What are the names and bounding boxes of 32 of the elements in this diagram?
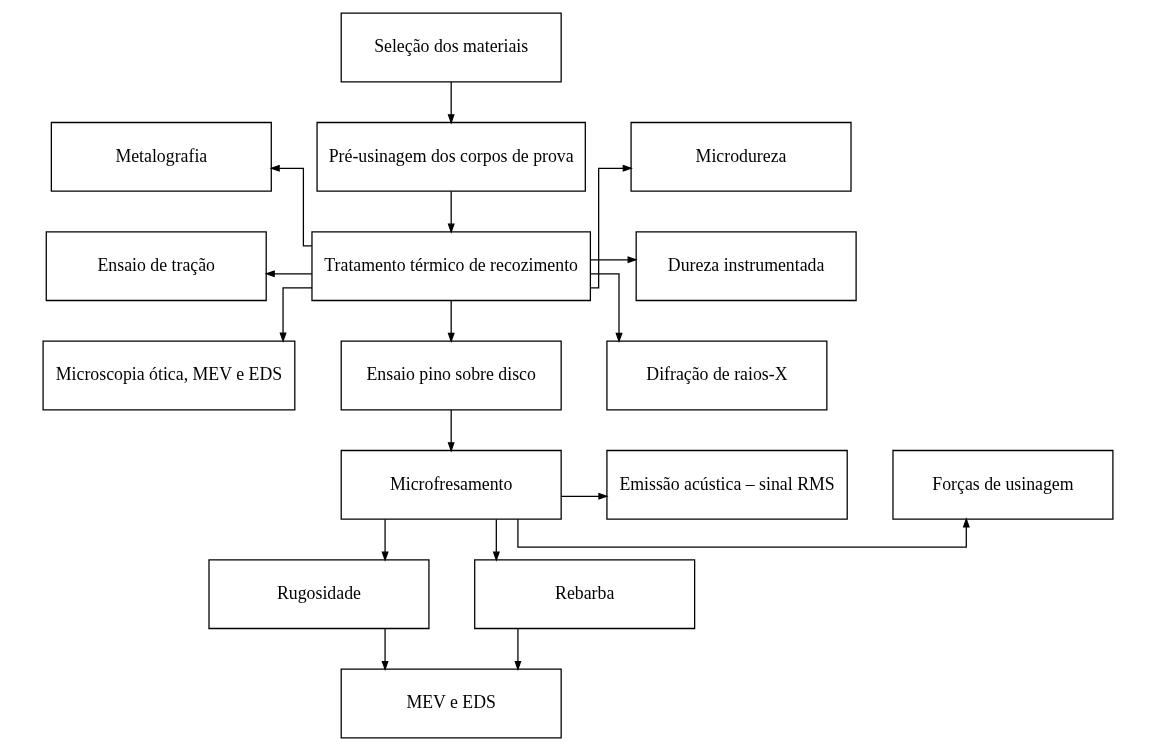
arrow	[447, 300, 455, 344]
arrow	[381, 518, 389, 562]
arrow	[492, 518, 500, 562]
arrow	[517, 517, 970, 548]
arrow	[447, 190, 455, 234]
arrow	[589, 273, 623, 343]
arrow	[447, 81, 455, 125]
arrow	[264, 270, 313, 278]
arrow	[590, 164, 633, 289]
node-box: Microdureza	[630, 121, 852, 192]
arrow	[269, 164, 313, 247]
node-box: Emissão acústica – sinal RMS	[606, 449, 848, 520]
node-box: Pré-usinagem dos corpos de prova	[316, 121, 586, 192]
node-box: Ensaio pino sobre disco	[340, 340, 562, 411]
node-box: Microfresamento	[340, 449, 562, 520]
node-box: Metalografia	[50, 121, 272, 192]
arrow	[589, 256, 638, 264]
arrow	[279, 287, 313, 343]
node-box: Rugosidade	[208, 559, 430, 630]
node-box: Difração de raios-X	[606, 340, 828, 411]
arrow	[514, 628, 522, 672]
node-box: MEV e EDS	[340, 668, 562, 739]
arrow	[560, 492, 609, 500]
node-box: Seleção dos materiais	[340, 12, 562, 83]
arrow	[447, 409, 455, 453]
node-box: Microscopia ótica, MEV e EDS	[42, 340, 296, 411]
arrow	[381, 628, 389, 672]
node-box: Forças de usinagem	[892, 449, 1114, 520]
node-box: Tratamento térmico de recozimento	[311, 231, 592, 302]
node-box: Rebarba	[474, 559, 696, 630]
node-box: Ensaio de tração	[45, 231, 267, 302]
node-box: Dureza instrumentada	[635, 231, 857, 302]
